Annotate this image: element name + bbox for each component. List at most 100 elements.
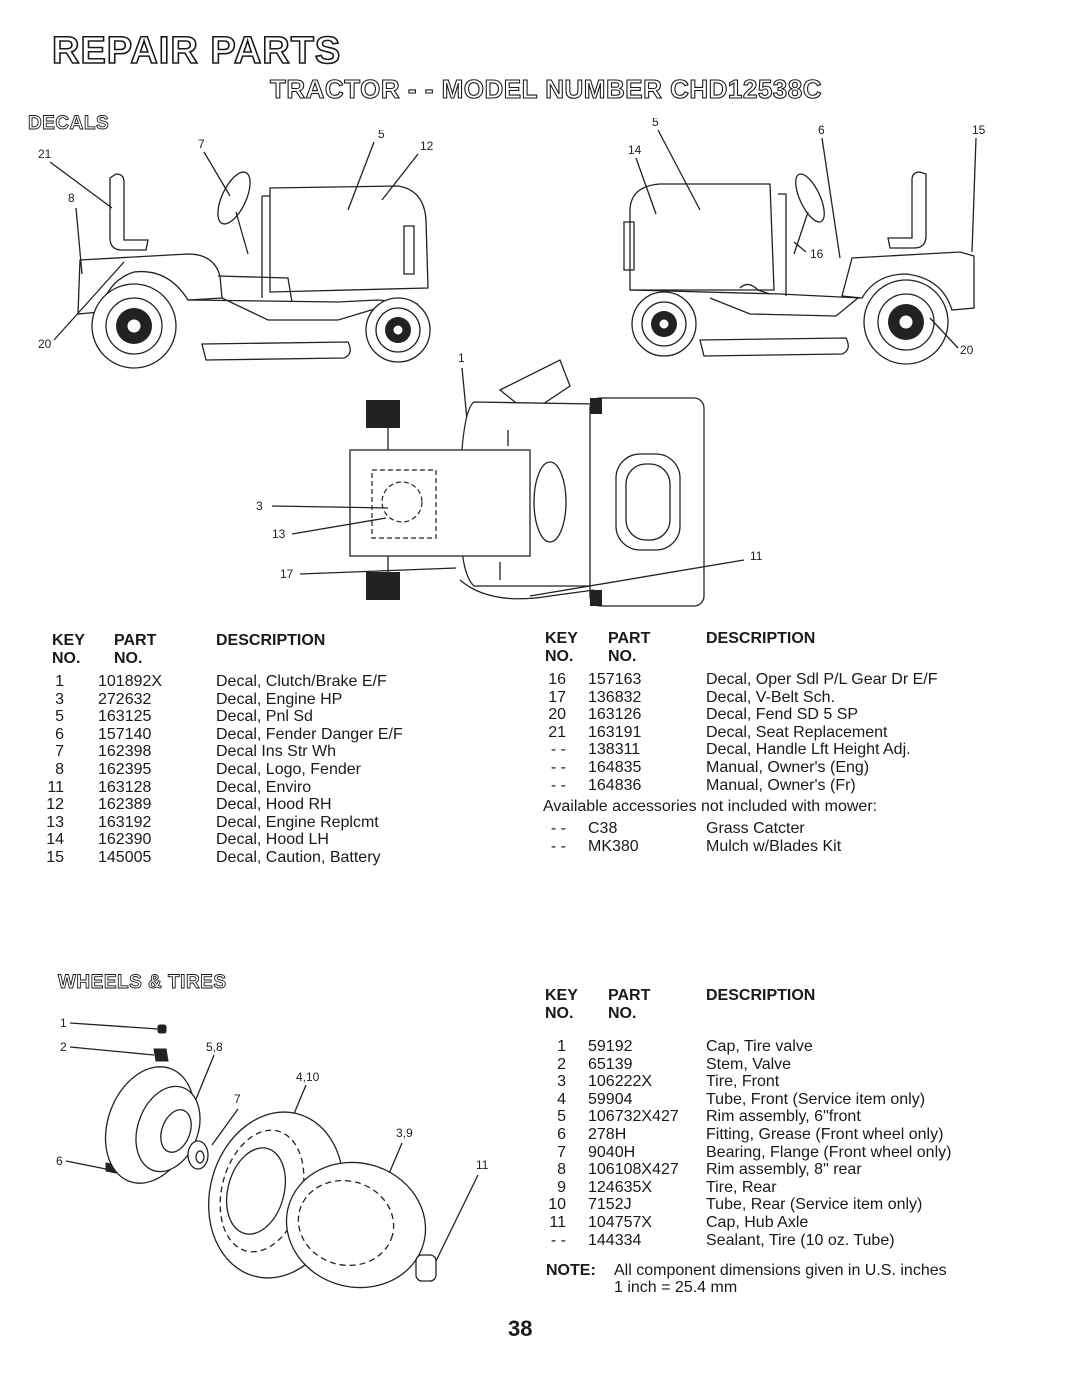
part-description: Decal, Hood RH xyxy=(216,796,332,814)
callout-wheel-6: 6 xyxy=(56,1154,63,1168)
decals-right-col-no-header: NO. xyxy=(545,648,574,665)
key-number: 2 xyxy=(557,1055,566,1073)
decals-left-col-part-header: PART xyxy=(114,632,157,649)
part-number: 106222X xyxy=(588,1073,653,1091)
part-number: C38 xyxy=(588,820,618,837)
part-description: Decal, V-Belt Sch. xyxy=(706,688,835,706)
callout-12: 12 xyxy=(420,139,434,153)
key-number: 11 xyxy=(549,1213,566,1231)
callout-16: 16 xyxy=(810,247,824,261)
key-number: - - xyxy=(550,776,566,794)
decals-right-col-desc-header: DESCRIPTION xyxy=(706,630,816,647)
part-description: Grass Catcter xyxy=(706,820,805,837)
part-description: Rim assembly, 6"front xyxy=(706,1108,861,1126)
part-description: Decal, Oper Sdl P/L Gear Dr E/F xyxy=(706,671,938,688)
key-number: 1 xyxy=(557,1038,566,1055)
key-number: 3 xyxy=(557,1073,566,1091)
part-description: Decal, Handle Lft Height Adj. xyxy=(706,741,911,759)
wheels-tires-diagram: 1 2 5,8 4,10 7 3,9 6 11 xyxy=(56,1016,489,1289)
part-number: 7152J xyxy=(588,1196,632,1214)
key-number: 15 xyxy=(46,848,64,866)
callout-7: 7 xyxy=(198,137,205,151)
part-number: 9040H xyxy=(588,1143,636,1161)
callout-wheel-5-8: 5,8 xyxy=(206,1040,223,1054)
key-number: 8 xyxy=(55,760,64,778)
part-description: Decal, Fend SD 5 SP xyxy=(706,706,859,724)
part-number: 157140 xyxy=(98,725,152,743)
decals-left-col-no-header: NO. xyxy=(52,650,81,667)
decals-right-col-part-header: PART xyxy=(608,630,651,647)
part-description: Decal, Enviro xyxy=(216,778,312,796)
part-description: Rim assembly, 8" rear xyxy=(706,1161,862,1179)
decals-heading: DECALS xyxy=(28,113,110,135)
part-number: 278H xyxy=(588,1125,627,1143)
callout-wheel-3-9: 3,9 xyxy=(396,1126,413,1140)
part-number: 106732X427 xyxy=(588,1108,679,1126)
part-number: 136832 xyxy=(588,688,642,706)
key-number: 8 xyxy=(557,1161,566,1179)
model-subtitle: TRACTOR - - MODEL NUMBER CHD12538C xyxy=(269,73,822,104)
part-description: Decal, Fender Danger E/F xyxy=(216,725,403,743)
callout-8: 8 xyxy=(68,191,75,205)
part-description: Sealant, Tire (10 oz. Tube) xyxy=(706,1231,895,1249)
key-number: 12 xyxy=(46,796,64,814)
callout-wheel-2: 2 xyxy=(60,1040,67,1054)
callout-13-top: 13 xyxy=(272,527,286,541)
part-description: Manual, Owner's (Fr) xyxy=(706,776,856,794)
part-description: Decal, Pnl Sd xyxy=(216,708,313,726)
key-number: 6 xyxy=(55,725,64,743)
part-description: Tire, Front xyxy=(706,1073,780,1091)
part-number: 162395 xyxy=(98,760,152,778)
part-number: 138311 xyxy=(588,741,641,759)
decals-right-col-partno-header: NO. xyxy=(608,648,637,665)
table-row: 3 106222X Tire, Front xyxy=(530,1073,1050,1091)
key-number: - - xyxy=(550,820,566,837)
key-number: 14 xyxy=(46,831,64,849)
key-number: - - xyxy=(550,1231,566,1249)
key-number: 4 xyxy=(557,1090,566,1108)
note-label: NOTE: xyxy=(546,1262,596,1279)
key-number: - - xyxy=(550,837,566,855)
part-number: MK380 xyxy=(588,837,639,855)
wheels-heading: WHEELS & TIRES xyxy=(58,972,227,994)
tractor-right-side-diagram: 5 6 15 14 16 20 xyxy=(623,118,986,365)
callout-5-right: 5 xyxy=(652,118,659,129)
callout-20-left: 20 xyxy=(38,337,52,351)
callout-1-top: 1 xyxy=(458,351,465,365)
decals-left-col-key-header: KEY xyxy=(52,632,85,649)
key-number: 17 xyxy=(548,688,566,706)
part-description: Bearing, Flange (Front wheel only) xyxy=(706,1143,952,1161)
key-number: 13 xyxy=(46,813,64,831)
accessories-note: Available accessories not included with … xyxy=(543,798,878,815)
part-number: 272632 xyxy=(98,690,152,708)
part-description: Decal, Clutch/Brake E/F xyxy=(216,673,387,690)
wheels-col-partno-header: NO. xyxy=(608,1005,637,1022)
wheels-col-no-header: NO. xyxy=(545,1005,574,1022)
wheels-col-part-header: PART xyxy=(608,987,651,1004)
part-number: 163192 xyxy=(98,813,152,831)
callout-21: 21 xyxy=(38,147,52,161)
part-description: Decal, Engine Replcmt xyxy=(216,813,379,831)
wheels-col-key-header: KEY xyxy=(545,987,578,1004)
part-description: Manual, Owner's (Eng) xyxy=(706,758,870,776)
key-number: 7 xyxy=(55,743,64,761)
callout-3-top: 3 xyxy=(256,499,263,513)
part-description: Decal, Logo, Fender xyxy=(216,760,361,778)
table-row: 13 163192 Decal, Engine Replcmt xyxy=(40,814,460,832)
